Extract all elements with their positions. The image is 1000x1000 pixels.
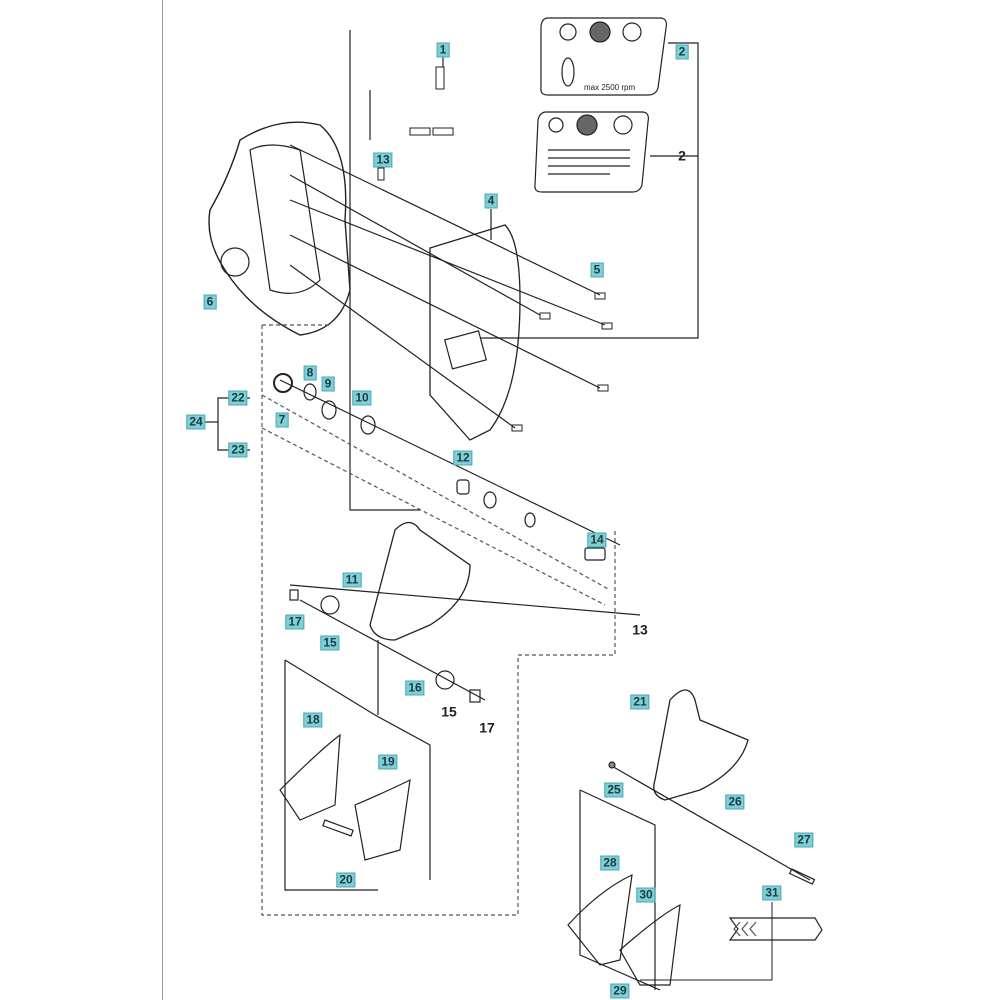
callout-20[interactable]: 20	[336, 872, 356, 888]
decal-rpm-text: max 2500 rpm	[584, 83, 635, 92]
callout-6[interactable]: 6	[203, 294, 217, 310]
callout-9[interactable]: 9	[321, 376, 335, 392]
callout-28[interactable]: 28	[600, 855, 620, 871]
callout-27[interactable]: 27	[794, 832, 814, 848]
callout-14[interactable]: 14	[587, 532, 607, 548]
callout-17-secondary: 17	[479, 719, 495, 736]
decal-top: max 2500 rpm	[540, 17, 667, 96]
callout-22[interactable]: 22	[228, 390, 248, 406]
callout-29[interactable]: 29	[610, 983, 630, 999]
callout-18[interactable]: 18	[303, 712, 323, 728]
callout-8[interactable]: 8	[303, 365, 317, 381]
callout-31[interactable]: 31	[762, 885, 782, 901]
callout-4[interactable]: 4	[484, 193, 498, 209]
callout-19[interactable]: 19	[378, 754, 398, 770]
callout-13-secondary: 13	[632, 621, 648, 638]
callout-30[interactable]: 30	[636, 887, 656, 903]
callout-12[interactable]: 12	[453, 450, 473, 466]
callout-26[interactable]: 26	[725, 794, 745, 810]
callout-10[interactable]: 10	[352, 390, 372, 406]
callout-15-secondary: 15	[441, 703, 457, 720]
callout-11[interactable]: 11	[342, 572, 362, 588]
callout-24[interactable]: 24	[186, 414, 206, 430]
callout-1[interactable]: 1	[436, 42, 450, 58]
callout-5[interactable]: 5	[590, 262, 604, 278]
callout-16[interactable]: 16	[405, 680, 425, 696]
callout-17[interactable]: 17	[285, 614, 305, 630]
callout-25[interactable]: 25	[604, 782, 624, 798]
callout-23[interactable]: 23	[228, 442, 248, 458]
callout-2-secondary: 2	[678, 147, 686, 164]
callout-2[interactable]: 2	[675, 44, 689, 60]
page-margin-line	[162, 0, 163, 1000]
callout-13[interactable]: 13	[373, 152, 393, 168]
decal-bottom	[534, 111, 649, 193]
callout-21[interactable]: 21	[630, 694, 650, 710]
callout-7[interactable]: 7	[275, 412, 289, 428]
callout-15[interactable]: 15	[320, 635, 340, 651]
